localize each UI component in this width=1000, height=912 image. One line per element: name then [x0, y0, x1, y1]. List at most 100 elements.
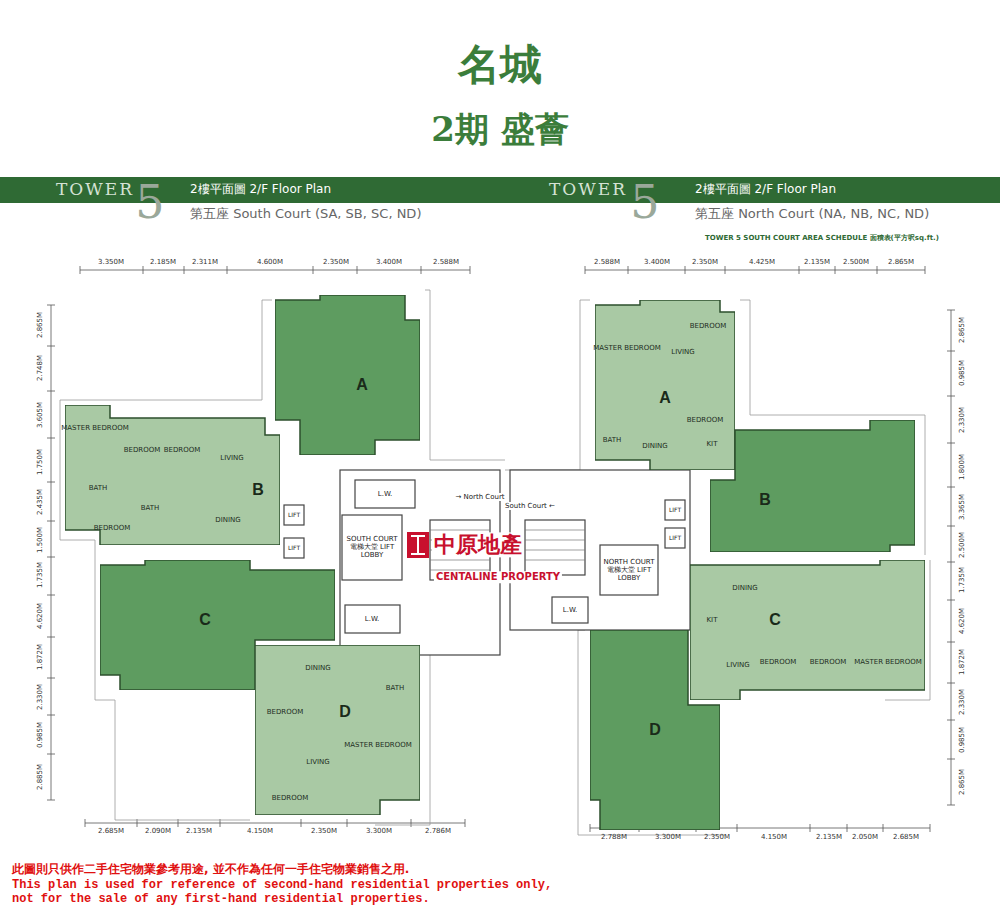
dimension: 2.865M	[888, 258, 914, 266]
dimension: 1.735M	[958, 567, 966, 593]
dimension: 2.350M	[311, 827, 337, 835]
dimension: 4.620M	[958, 608, 966, 634]
room-label: LIVING	[671, 348, 694, 356]
plan-heading: 2樓平面圖 2/F Floor Plan	[695, 183, 836, 197]
unit-block: A	[275, 295, 420, 455]
dimension: 1.872M	[36, 644, 44, 670]
title: 名城	[458, 41, 542, 89]
unit-letter: C	[769, 611, 781, 629]
dimension: 3.300M	[655, 833, 681, 841]
disclaimer: 此圖則只供作二手住宅物業參考用途, 並不作為任何一手住宅物業銷售之用.	[12, 863, 409, 877]
dimension: 2.786M	[425, 827, 451, 835]
unit-letter: D	[649, 721, 661, 739]
lift-label: LIFT	[288, 545, 300, 552]
room-label: DINING	[732, 584, 757, 592]
dimension: 1.800M	[958, 454, 966, 480]
dimension: 3.400M	[644, 258, 670, 266]
watermark: CENTALINE PROPERTY	[434, 571, 562, 583]
dimension: 2.865M	[958, 769, 966, 795]
unit-block: C	[690, 560, 925, 700]
court-heading: 第五座 South Court (SA, SB, SC, ND)	[190, 207, 421, 222]
dimension: 4.425M	[749, 258, 775, 266]
dimension: 4.600M	[257, 258, 283, 266]
dimension: 2.500M	[843, 258, 869, 266]
room-label: DINING	[305, 664, 330, 672]
lobby-label: NORTH COURT 電梯大堂 LIFT LOBBY	[603, 558, 655, 582]
core-label: L.W.	[378, 490, 392, 498]
tower-name: TOWER	[56, 180, 134, 200]
lobby-label: SOUTH COURT 電梯大堂 LIFT LOBBY	[346, 535, 398, 559]
direction-label: → North Court	[453, 493, 506, 501]
dimension: 2.330M	[958, 689, 966, 715]
unit-block: D	[255, 645, 420, 815]
schedule-note: TOWER 5 SOUTH COURT AREA SCHEDULE 面積表(平方…	[705, 234, 939, 242]
dimension: 2.748M	[36, 355, 44, 381]
dimension: 2.135M	[186, 827, 212, 835]
dimension: 2.685M	[98, 827, 124, 835]
room-label: BATH	[141, 504, 160, 512]
room-label: LIVING	[306, 758, 329, 766]
room-label: LIVING	[726, 661, 749, 669]
dimension: 2.500M	[958, 532, 966, 558]
room-label: MASTER BEDROOM	[344, 741, 412, 749]
room-label: BEDROOM	[687, 416, 724, 424]
unit-outline	[255, 645, 420, 815]
tower-name: TOWER	[549, 180, 627, 200]
dimension: 2.350M	[323, 258, 349, 266]
dimension: 2.685M	[893, 833, 919, 841]
room-label: BATH	[603, 436, 622, 444]
dimension: 2.050M	[852, 833, 878, 841]
tower-number: 5	[630, 176, 659, 229]
room-label: BEDROOM	[690, 322, 727, 330]
dimension: 2.311M	[192, 258, 218, 266]
dimension: 2.330M	[958, 407, 966, 433]
dimension: 2.865M	[36, 312, 44, 338]
room-label: KIT	[707, 616, 718, 624]
dimension: 2.135M	[804, 258, 830, 266]
unit-outline	[690, 560, 925, 700]
dimension: 2.350M	[704, 833, 730, 841]
dimension: 4.150M	[761, 833, 787, 841]
room-label: BATH	[89, 484, 108, 492]
dimension: 2.350M	[692, 258, 718, 266]
dimension: 2.135M	[816, 833, 842, 841]
dimension: 3.350M	[98, 258, 124, 266]
dimension: 2.330M	[36, 684, 44, 710]
unit-block: D	[590, 630, 720, 830]
unit-outline	[275, 295, 420, 455]
room-label: BEDROOM	[267, 708, 304, 716]
room-label: MASTER BEDROOM	[61, 424, 129, 432]
lift-label: LIFT	[288, 512, 300, 519]
core-label: L.W.	[563, 606, 577, 614]
core-label: L.W.	[365, 615, 379, 623]
lift-label: LIFT	[669, 535, 681, 542]
dimension: 1.500M	[36, 527, 44, 553]
unit-letter: A	[356, 376, 368, 394]
dimension: 3.605M	[36, 402, 44, 428]
dimension: 4.150M	[247, 827, 273, 835]
direction-label: South Court ←	[503, 502, 557, 510]
plan-heading: 2樓平面圖 2/F Floor Plan	[190, 183, 331, 197]
dimension: 3.365M	[958, 494, 966, 520]
unit-letter: D	[339, 703, 351, 721]
room-label: LIVING	[220, 454, 243, 462]
room-label: BATH	[386, 684, 405, 692]
disclaimer: This plan is used for reference of secon…	[12, 879, 577, 907]
dimension: 1.872M	[958, 649, 966, 675]
room-label: KIT	[707, 440, 718, 448]
dimension: 3.300M	[366, 827, 392, 835]
unit-block: B	[710, 420, 915, 552]
room-label: MASTER BEDROOM	[593, 344, 661, 352]
dimension: 0.985M	[958, 360, 966, 386]
watermark: 中原地產	[432, 532, 524, 557]
dimension: 0.985M	[36, 722, 44, 748]
dimension: 2.885M	[36, 764, 44, 790]
room-label: DINING	[642, 442, 667, 450]
dimension: 2.865M	[958, 317, 966, 343]
dimension: 2.588M	[594, 258, 620, 266]
tower-number: 5	[135, 176, 164, 229]
dimension: 2.788M	[601, 833, 627, 841]
unit-outline	[710, 420, 915, 552]
room-label: BEDROOM	[272, 794, 309, 802]
room-label: BEDROOM	[164, 446, 201, 454]
